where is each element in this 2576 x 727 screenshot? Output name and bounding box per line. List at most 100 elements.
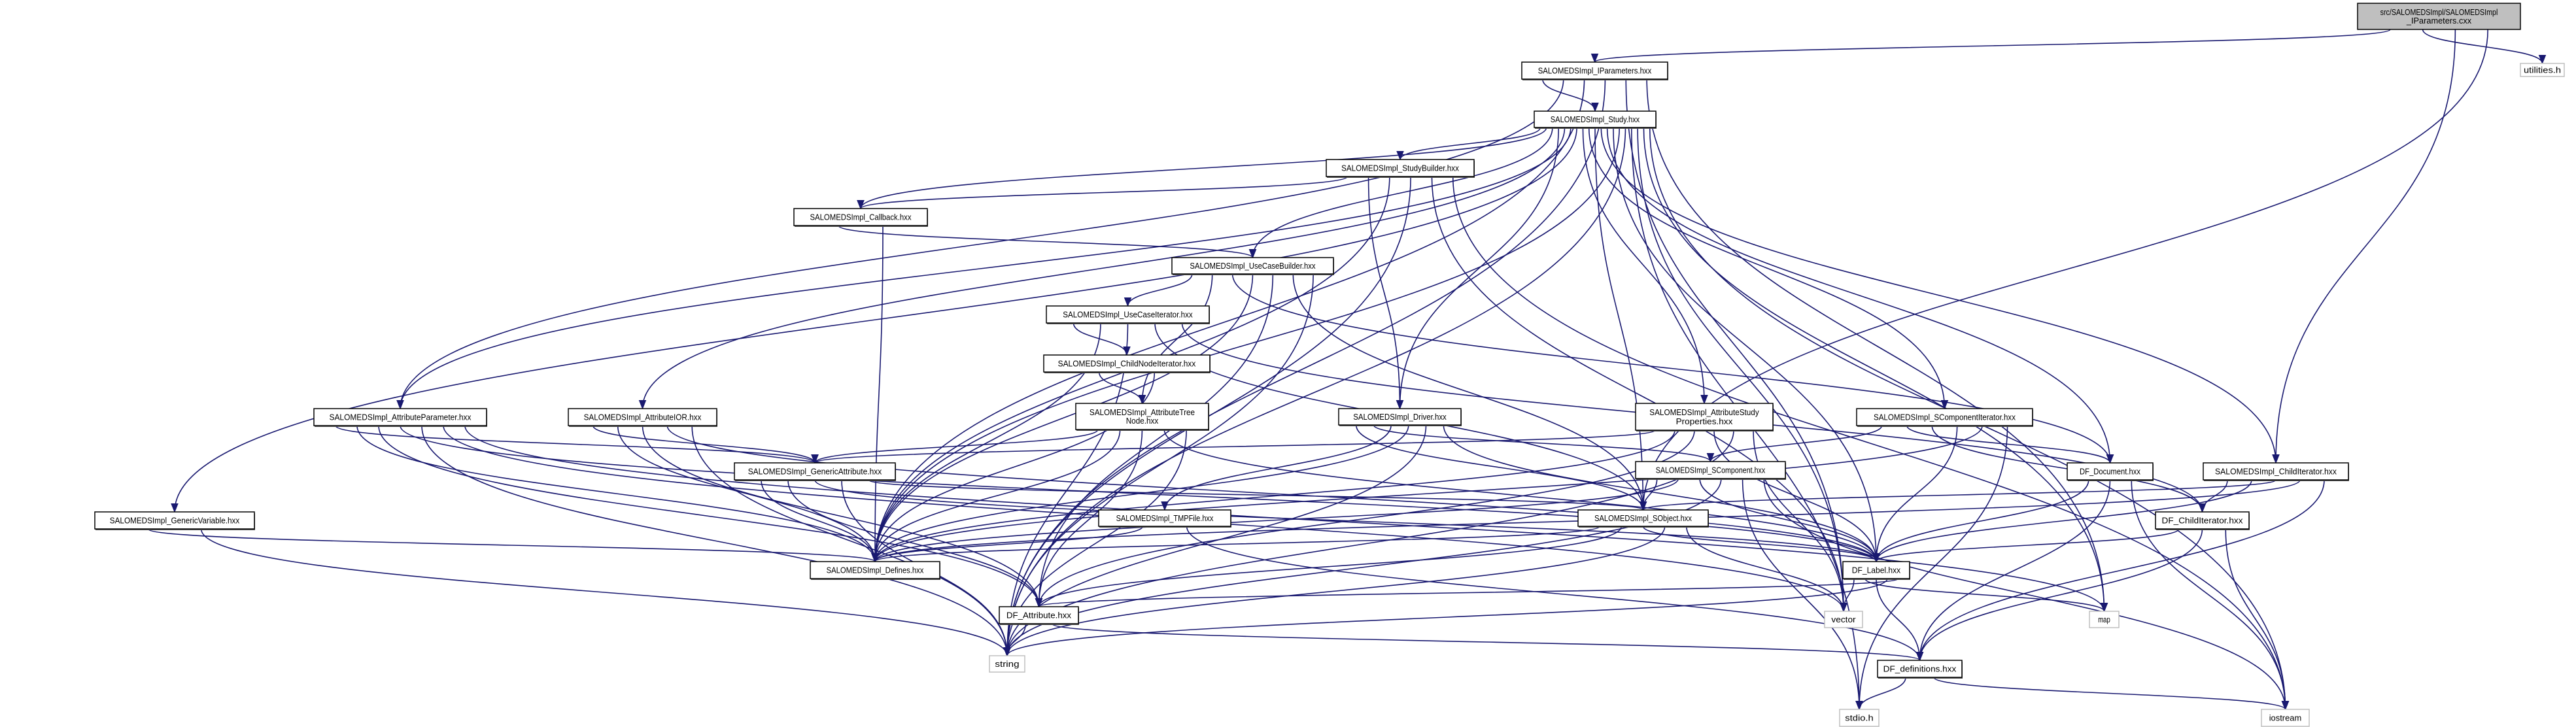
edge-iparams-to-study <box>1542 78 1599 112</box>
edge-iparams-to-vector <box>1625 78 1847 613</box>
node-box <box>2155 511 2250 530</box>
node-stdio[interactable]: stdio.h <box>1839 709 1880 727</box>
node-label: Node.hxx <box>1126 416 1159 426</box>
node-attrparam[interactable]: SALOMEDSImpl_AttributeParameter.hxx <box>313 408 487 427</box>
node-label: SALOMEDSImpl_AttributeIOR.hxx <box>584 413 702 422</box>
edge-dfattribute-to-dfdefinitions <box>1051 623 1923 662</box>
node-label: SALOMEDSImpl_ChildNodeIterator.hxx <box>1058 359 1196 369</box>
edge-study-to-dflabel <box>1613 127 1880 563</box>
node-string[interactable]: string <box>989 655 1025 673</box>
edge-genericattr-to-sobject <box>868 479 1647 511</box>
node-root[interactable]: src/SALOMEDSImpl/SALOMEDSImpl_IParameter… <box>2357 3 2521 30</box>
edge-dflabel-to-string <box>1003 578 1888 657</box>
edge-attrior-to-string <box>691 425 1011 657</box>
edge-study-to-usecasebuilder <box>1248 127 1553 259</box>
node-study[interactable]: SALOMEDSImpl_Study.hxx <box>1534 110 1657 129</box>
edge-root-to-utilities <box>2422 29 2547 65</box>
node-genericvar[interactable]: SALOMEDSImpl_GenericVariable.hxx <box>94 511 255 530</box>
node-box <box>2520 63 2565 77</box>
edge-studybuilder-to-iostream <box>1452 176 2290 711</box>
node-label: SALOMEDSImpl_Driver.hxx <box>1353 412 1447 422</box>
edge-driver-to-dflabel <box>1443 424 1880 563</box>
node-box <box>989 655 1025 673</box>
node-attrstudyprops[interactable]: SALOMEDSImpl_AttributeStudyProperties.hx… <box>1635 403 1774 431</box>
node-defines[interactable]: SALOMEDSImpl_Defines.hxx <box>810 561 940 580</box>
node-scomponent[interactable]: SALOMEDSImpl_SComponent.hxx <box>1635 461 1786 480</box>
edge-attrtreenode-to-genericattr <box>811 429 1099 464</box>
node-label: SALOMEDSImpl_AttributeStudy <box>1649 407 1759 417</box>
edge-attrparam-to-string <box>421 425 1011 657</box>
edge-scomponent-to-stdio <box>1742 478 1863 711</box>
edge-study-to-scompiterator <box>1588 127 1949 410</box>
node-label: DF_Document.hxx <box>2080 467 2140 477</box>
node-box <box>1046 305 1210 324</box>
edge-dflabel-to-dfattribute <box>1035 578 1899 608</box>
edge-usecasebuilder-to-attrtreenode <box>1138 273 1213 405</box>
node-box <box>2203 462 2349 481</box>
edge-dflabel-to-dfdefinitions <box>1876 578 1924 662</box>
edge-study-to-dfdocument <box>1606 127 2114 464</box>
node-sobject[interactable]: SALOMEDSImpl_SObject.hxx <box>1577 509 1709 528</box>
edge-study-to-childiterator <box>1600 127 2280 464</box>
edge-driver-to-scomponent <box>1373 424 1715 463</box>
edge-dflabel-to-vector <box>1840 578 1855 613</box>
node-box <box>2067 462 2154 481</box>
edge-childnodeiterator-to-attrtreenode <box>1098 371 1146 405</box>
edge-usecasebuilder-to-sobject <box>1292 273 1647 511</box>
node-iparams[interactable]: SALOMEDSImpl_IParameters.hxx <box>1521 61 1668 80</box>
edge-root-to-childiterator <box>2272 29 2456 464</box>
edge-usecasebuilder-to-dfattribute <box>1035 273 1274 608</box>
node-box <box>313 408 487 426</box>
node-box <box>1877 660 1963 678</box>
edge-attrstudyprops-to-string <box>1003 430 1734 657</box>
node-label: Properties.hxx <box>1676 416 1733 426</box>
node-childnodeiterator[interactable]: SALOMEDSImpl_ChildNodeIterator.hxx <box>1043 354 1211 373</box>
node-box <box>1098 509 1231 527</box>
node-dfchilditerator[interactable]: DF_ChildIterator.hxx <box>2155 511 2250 530</box>
node-usecaseiterator[interactable]: SALOMEDSImpl_UseCaseIterator.hxx <box>1046 305 1210 324</box>
edges-layer <box>147 29 2547 711</box>
edge-attrstudyprops-to-defines <box>871 430 1675 563</box>
node-iostream[interactable]: iostream <box>2261 709 2310 727</box>
node-genericattr[interactable]: SALOMEDSImpl_GenericAttribute.hxx <box>734 462 896 481</box>
node-box <box>793 208 928 226</box>
node-studybuilder[interactable]: SALOMEDSImpl_StudyBuilder.hxx <box>1326 159 1475 178</box>
edge-scompiterator-to-dfdocument <box>1906 425 2114 464</box>
node-attrior[interactable]: SALOMEDSImpl_AttributeIOR.hxx <box>568 408 717 427</box>
node-scompiterator[interactable]: SALOMEDSImpl_SComponentIterator.hxx <box>1856 408 2033 427</box>
node-dfdocument[interactable]: DF_Document.hxx <box>2067 462 2154 481</box>
node-box <box>1338 408 1462 426</box>
node-utilities[interactable]: utilities.h <box>2520 63 2565 77</box>
node-driver[interactable]: SALOMEDSImpl_Driver.hxx <box>1338 408 1462 426</box>
node-dfattribute[interactable]: DF_Attribute.hxx <box>999 606 1079 625</box>
edge-attrior-to-dfattribute <box>642 425 1043 608</box>
edge-root-to-iparams <box>1591 29 2391 63</box>
edge-study-to-driver <box>1396 127 1559 410</box>
node-box <box>1171 257 1334 275</box>
edge-study-to-callback <box>857 127 1547 210</box>
edge-study-to-sobject <box>1594 127 1647 511</box>
node-tmpfile[interactable]: SALOMEDSImpl_TMPFile.hxx <box>1098 509 1231 528</box>
node-childiterator[interactable]: SALOMEDSImpl_ChildIterator.hxx <box>2203 462 2349 481</box>
edge-dfchilditerator-to-dflabel <box>1872 528 2180 563</box>
node-box <box>568 408 717 426</box>
edge-study-to-attrior <box>638 127 1566 410</box>
edge-usecaseiterator-to-string <box>1003 322 1129 657</box>
edge-sobject-to-dfattribute <box>1035 526 1623 608</box>
node-callback[interactable]: SALOMEDSImpl_Callback.hxx <box>793 208 928 227</box>
node-usecasebuilder[interactable]: SALOMEDSImpl_UseCaseBuilder.hxx <box>1171 257 1334 275</box>
edge-usecasebuilder-to-usecaseiterator <box>1124 273 1193 307</box>
node-label: SALOMEDSImpl_UseCaseIterator.hxx <box>1063 310 1193 320</box>
node-label: SALOMEDSImpl_TMPFile.hxx <box>1116 513 1214 523</box>
node-box <box>1521 61 1668 80</box>
node-dfdefinitions[interactable]: DF_definitions.hxx <box>1877 660 1963 679</box>
node-vector[interactable]: vector <box>1824 611 1863 628</box>
node-dflabel[interactable]: DF_Label.hxx <box>1842 561 1910 580</box>
node-label: SALOMEDSImpl_AttributeTree <box>1090 407 1195 417</box>
node-map[interactable]: map <box>2089 611 2120 628</box>
edge-callback-to-defines <box>871 225 884 563</box>
node-label: DF_Label.hxx <box>1852 566 1901 575</box>
node-label: SALOMEDSImpl_GenericVariable.hxx <box>110 516 240 526</box>
